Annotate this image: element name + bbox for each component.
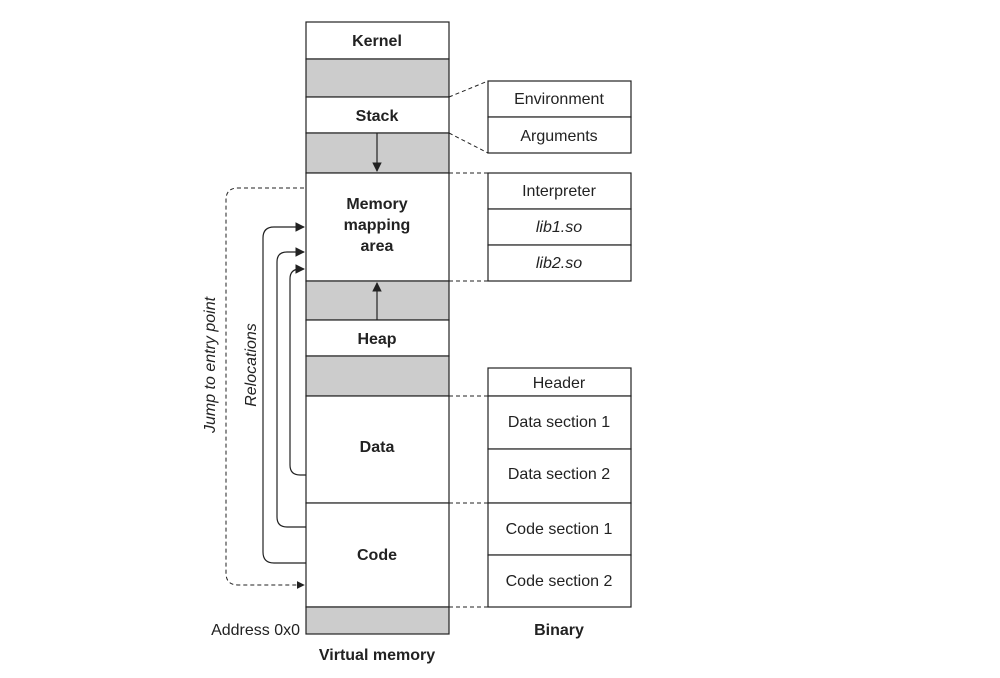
mmap-label-line2: mapping	[344, 217, 411, 234]
unmapped-gap	[305, 58, 450, 98]
arguments-box	[487, 116, 632, 154]
relocations-label: Relocations	[243, 323, 260, 407]
virtual-memory-caption: Virtual memory	[319, 647, 435, 664]
data-section-1-label: Data section 1	[508, 414, 610, 431]
environment-label: Environment	[514, 91, 604, 108]
code-segment	[305, 502, 450, 608]
kernel-segment	[305, 21, 450, 60]
jump-entry-arrow	[225, 187, 305, 589]
stack-map-line-bottom	[448, 132, 489, 154]
kernel-label: Kernel	[352, 33, 402, 50]
mmap-label-line1: Memory	[346, 196, 407, 213]
code-section-2-box	[487, 554, 632, 608]
address-label: Address 0x0	[211, 622, 300, 639]
relocation-arrow-data	[289, 264, 306, 476]
relocation-arrow-code-inner	[276, 247, 306, 528]
control-flow-arrows: Jump to entry point Relocations	[202, 187, 306, 589]
binary-column: Environment Arguments Interpreter lib1.s…	[487, 80, 632, 639]
code-label: Code	[357, 547, 397, 564]
unmapped-gap	[305, 606, 450, 635]
stack-segment	[305, 96, 450, 134]
binary-caption: Binary	[534, 622, 584, 639]
heap-label: Heap	[357, 331, 396, 348]
unmapped-gap	[305, 355, 450, 397]
memory-mapping-segment	[305, 172, 450, 282]
data-section-2-box	[487, 448, 632, 504]
stack-map-line-top	[448, 80, 489, 98]
arguments-label: Arguments	[520, 128, 597, 145]
relocation-arrow-code-outer	[262, 222, 306, 564]
interpreter-label: Interpreter	[522, 183, 596, 200]
lib2-label: lib2.so	[536, 255, 582, 272]
interpreter-box	[487, 172, 632, 210]
mmap-label-line3: area	[361, 238, 394, 255]
lib2-box	[487, 244, 632, 282]
header-label: Header	[533, 375, 586, 392]
code-section-1-label: Code section 1	[506, 521, 613, 538]
code-section-2-label: Code section 2	[506, 573, 613, 590]
lib1-label: lib1.so	[536, 219, 582, 236]
virtual-memory-column: Kernel Stack Memory mapping area Heap Da…	[211, 21, 450, 664]
stack-label: Stack	[356, 108, 399, 125]
jump-entry-label: Jump to entry point	[202, 296, 219, 434]
environment-box	[487, 80, 632, 118]
code-section-1-box	[487, 502, 632, 556]
data-label: Data	[360, 439, 395, 456]
data-section-2-label: Data section 2	[508, 466, 610, 483]
mapping-connectors	[448, 22, 489, 608]
data-section-1-box	[487, 395, 632, 450]
